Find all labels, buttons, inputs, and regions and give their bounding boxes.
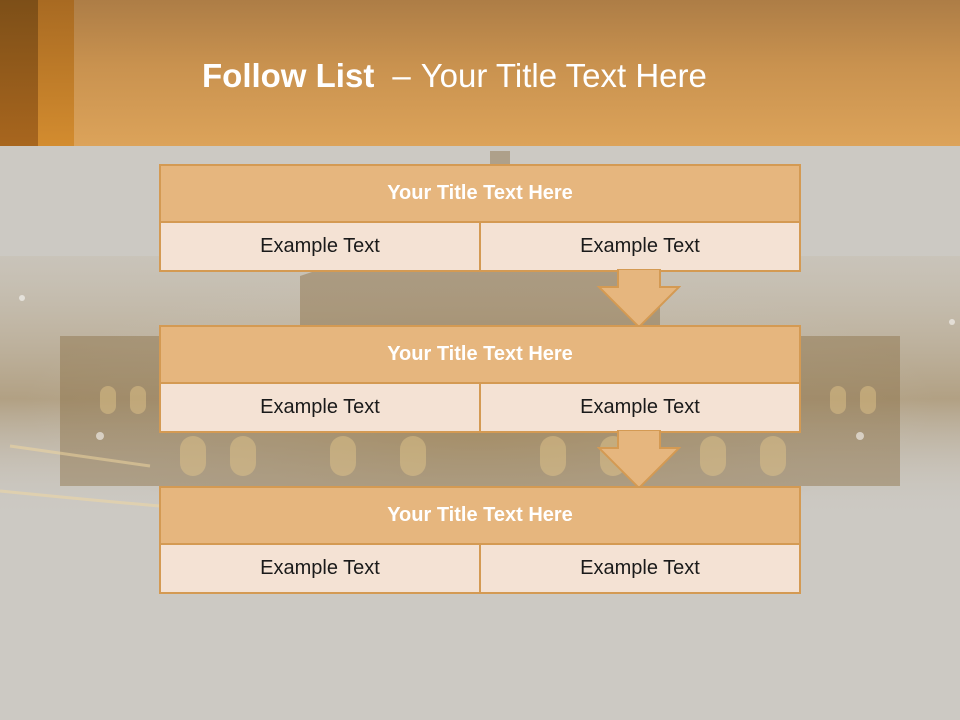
flow-box-row: Example Text Example Text <box>161 223 799 270</box>
flow-box-cell-right: Example Text <box>479 545 799 592</box>
follow-list: Your Title Text Here Example Text Exampl… <box>159 0 801 720</box>
flow-box-row: Example Text Example Text <box>161 384 799 431</box>
header-accent-strip <box>0 0 38 146</box>
slide-title-separator: – <box>392 57 411 94</box>
flow-box-2: Your Title Text Here Example Text Exampl… <box>159 325 801 433</box>
down-arrow-icon <box>597 269 681 329</box>
slide-title-bold: Follow List <box>202 57 375 94</box>
flow-box-cell-right: Example Text <box>479 384 799 431</box>
header-accent-strip-light <box>38 0 74 146</box>
flow-box-row: Example Text Example Text <box>161 545 799 592</box>
flow-box-title: Your Title Text Here <box>161 327 799 384</box>
slide-title-text: Your Title Text Here <box>420 57 707 94</box>
flow-box-cell-left: Example Text <box>161 223 479 270</box>
header-band <box>0 0 960 146</box>
down-arrow-icon <box>597 430 681 490</box>
flow-box-title: Your Title Text Here <box>161 166 799 223</box>
flow-box-cell-left: Example Text <box>161 384 479 431</box>
slide-title: Follow List–Your Title Text Here <box>202 52 707 100</box>
flow-box-cell-right: Example Text <box>479 223 799 270</box>
flow-box-3: Your Title Text Here Example Text Exampl… <box>159 486 801 594</box>
flow-box-cell-left: Example Text <box>161 545 479 592</box>
flow-box-1: Your Title Text Here Example Text Exampl… <box>159 164 801 272</box>
flow-box-title: Your Title Text Here <box>161 488 799 545</box>
